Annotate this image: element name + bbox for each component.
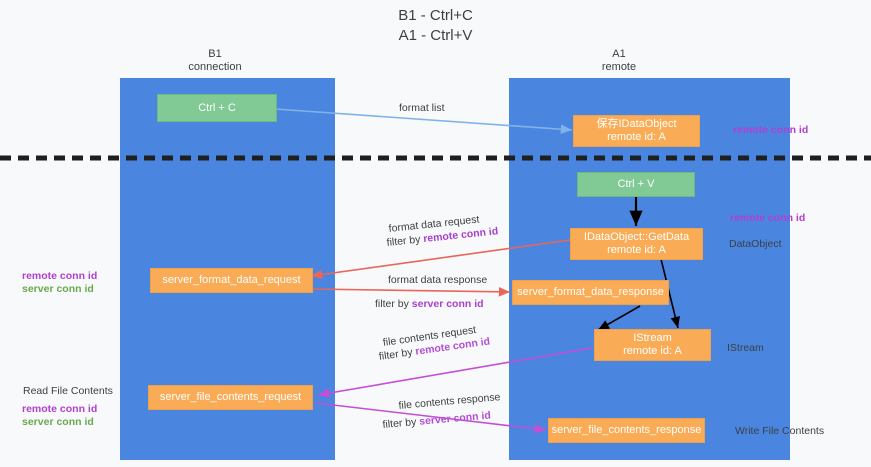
save-idataobject-node[interactable]: 保存IDataObject remote id: A (573, 115, 700, 147)
ctrl-v-node[interactable]: Ctrl + V (577, 172, 695, 197)
filter-prefix: filter by (375, 298, 412, 310)
diagram-title: B1 - Ctrl+C A1 - Ctrl+V (398, 7, 473, 44)
filter-prefix: filter by (386, 233, 424, 249)
server-format-data-request-node[interactable]: server_format_data_request (150, 268, 313, 293)
server-format-data-response-node[interactable]: server_format_data_response (512, 280, 669, 305)
annotation-left-server-conn-id-bottom: server conn id (22, 416, 94, 428)
annotation-left-server-conn-id-top: server conn id (22, 283, 94, 295)
edge-label-format-list: format list (399, 102, 445, 114)
annotation-istream: IStream (727, 342, 764, 354)
annotation-write-file-contents: Write File Contents (735, 425, 825, 437)
server-file-contents-request-node[interactable]: server_file_contents_request (148, 385, 313, 410)
server-file-contents-response-node[interactable]: server_file_contents_response (548, 418, 705, 443)
annotation-remote-conn-id-top: remote conn id (733, 124, 809, 136)
filter-prefix: filter by (382, 415, 420, 431)
edge-label-format-data-response-filter: filter by server conn id (375, 297, 484, 311)
ctrl-c-node[interactable]: Ctrl + C (157, 94, 277, 122)
filter-prefix: filter by (378, 345, 417, 363)
annotation-left-remote-conn-id-bottom: remote conn id (22, 403, 98, 415)
istream-node[interactable]: IStream remote id: A (594, 329, 711, 361)
lane-header-a1-remote: A1 remote (601, 48, 637, 73)
lane-header-b1-connection: B1 connection (188, 48, 242, 73)
annotation-left-remote-conn-id-top: remote conn id (22, 270, 98, 282)
server-conn-id-key: server conn id (418, 409, 492, 428)
edge-label-format-data-response: format data response (388, 274, 488, 286)
server-conn-id-key: server conn id (411, 298, 484, 310)
idataobject-getdata-node[interactable]: IDataObject::GetData remote id: A (570, 228, 703, 260)
annotation-read-file-contents: Read File Contents (23, 385, 113, 397)
annotation-dataobject: DataObject (729, 238, 782, 250)
annotation-remote-conn-id-middle: remote conn id (730, 212, 806, 224)
